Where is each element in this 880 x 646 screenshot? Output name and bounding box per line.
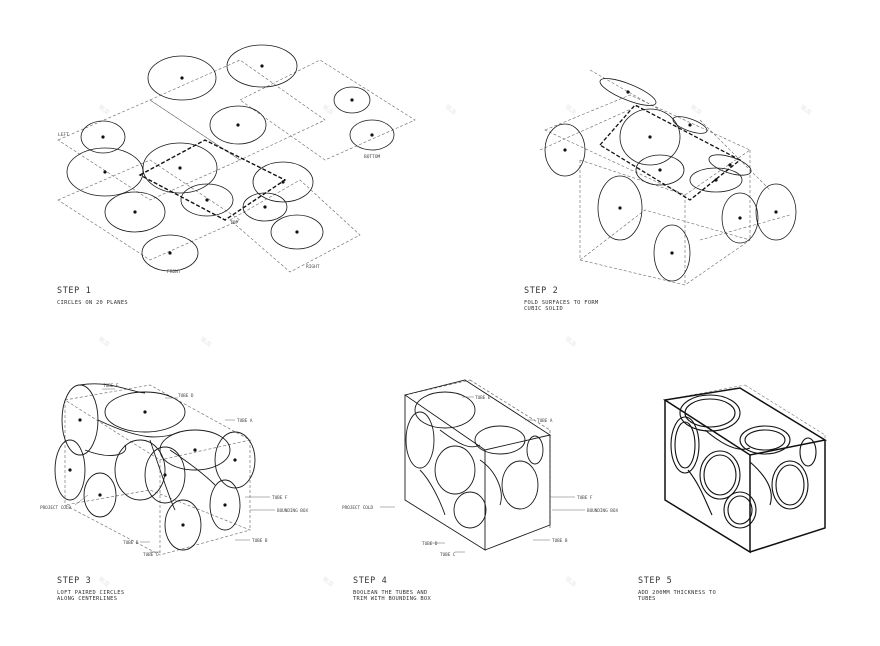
svg-text:筑龙: 筑龙: [97, 103, 111, 116]
svg-text:筑龙: 筑龙: [564, 335, 578, 348]
label-bounding-box: BOUNDING BOX: [277, 508, 308, 514]
svg-text:筑龙: 筑龙: [689, 103, 703, 116]
label-bottom: BOTTOM: [364, 154, 381, 160]
step5-openings: [670, 394, 817, 529]
step2-center-marks: [563, 90, 778, 255]
label-tube-d-bottom: TUBE D: [123, 540, 139, 546]
step2-title: STEP 2: [524, 286, 559, 296]
step1-planes: [57, 59, 416, 273]
label4-bounding-box: BOUNDING BOX: [587, 508, 618, 514]
svg-text:筑龙: 筑龙: [321, 575, 335, 588]
step4-diagram: [380, 379, 585, 553]
step3-leaders: [74, 388, 275, 553]
svg-text:筑龙: 筑龙: [321, 103, 335, 116]
step3-desc: LOFT PAIRED CIRCLES ALONG CENTERLINES: [57, 589, 125, 603]
step3-tubes: [54, 383, 256, 551]
label4-tube-f: TUBE F: [577, 495, 593, 501]
step3-caption: STEP 3 LOFT PAIRED CIRCLES ALONG CENTERL…: [57, 576, 124, 603]
step3-title: STEP 3: [57, 576, 92, 586]
label4-tube-a: TUBE A: [537, 418, 553, 424]
step1-title: STEP 1: [57, 286, 92, 296]
label-left: LEFT: [58, 132, 69, 138]
step1-circles: [66, 44, 395, 272]
label-front: FRONT: [167, 269, 181, 275]
step1-center-marks: [101, 64, 374, 255]
svg-text:筑龙: 筑龙: [199, 335, 213, 348]
step2-caption: STEP 2 FOLD SURFACES TO FORM CUBIC SOLID: [524, 286, 598, 313]
step5-title: STEP 5: [638, 576, 673, 586]
svg-text:筑龙: 筑龙: [564, 575, 578, 588]
step2-box: [539, 69, 791, 286]
label4-tube-c: TUBE C: [440, 552, 456, 558]
step3-box: [63, 384, 252, 556]
step5-diagram: [662, 384, 828, 554]
step1-caption: STEP 1 CIRCLES ON 20 PLANES: [57, 286, 128, 306]
label-right: RIGHT: [306, 264, 320, 270]
svg-text:筑龙: 筑龙: [799, 103, 813, 116]
step2-desc: FOLD SURFACES TO FORM CUBIC SOLID: [524, 299, 599, 313]
step5-desc: ADD 200MM THICKNESS TO TUBES: [638, 589, 716, 603]
step1-diagram: [57, 44, 416, 273]
label-tube-e: TUBE E: [103, 383, 119, 389]
step1-plane-labels: LEFT TOP FRONT RIGHT BOTTOM: [58, 132, 381, 275]
label-tube-f: TUBE F: [272, 495, 288, 501]
step4-body: [403, 379, 552, 551]
step3-diagram: [54, 383, 275, 556]
svg-text:筑龙: 筑龙: [564, 103, 578, 116]
label4-tube-d: TUBE D: [422, 541, 438, 547]
label-tube-d-top: TUBE D: [178, 393, 194, 399]
step3-marks: [68, 410, 237, 527]
label-tube-b: TUBE B: [252, 538, 268, 544]
step4-labels: TUBE E TUBE A TUBE F BOUNDING BOX TUBE B…: [342, 395, 618, 558]
label-project-cold: PROJECT COLD: [40, 505, 71, 511]
step4-title: STEP 4: [353, 576, 388, 586]
step4-caption: STEP 4 BOOLEAN THE TUBES AND TRIM WITH B…: [353, 576, 431, 603]
svg-text:筑龙: 筑龙: [444, 103, 458, 116]
label-top: TOP: [230, 220, 238, 226]
step4-box: [404, 379, 551, 530]
step2-circles: [544, 78, 797, 282]
step2-diagram: [539, 69, 797, 286]
label4-tube-b: TUBE B: [552, 538, 568, 544]
label4-tube-e: TUBE E: [475, 395, 491, 401]
step1-top-face: [138, 139, 287, 221]
label-tube-c: TUBE C: [143, 552, 159, 558]
step4-desc: BOOLEAN THE TUBES AND TRIM WITH BOUNDING…: [353, 589, 431, 603]
label4-project-cold: PROJECT COLD: [342, 505, 373, 511]
step3-labels: TUBE E TUBE D TUBE A TUBE F BOUNDING BOX…: [40, 383, 308, 558]
step4-leaders: [380, 396, 585, 553]
step5-caption: STEP 5 ADD 200MM THICKNESS TO TUBES: [638, 576, 716, 603]
svg-text:筑龙: 筑龙: [97, 335, 111, 348]
step5-body: [662, 387, 828, 554]
label-tube-a: TUBE A: [237, 418, 253, 424]
step1-desc: CIRCLES ON 20 PLANES: [57, 299, 128, 306]
step2-top-face: [599, 104, 742, 201]
